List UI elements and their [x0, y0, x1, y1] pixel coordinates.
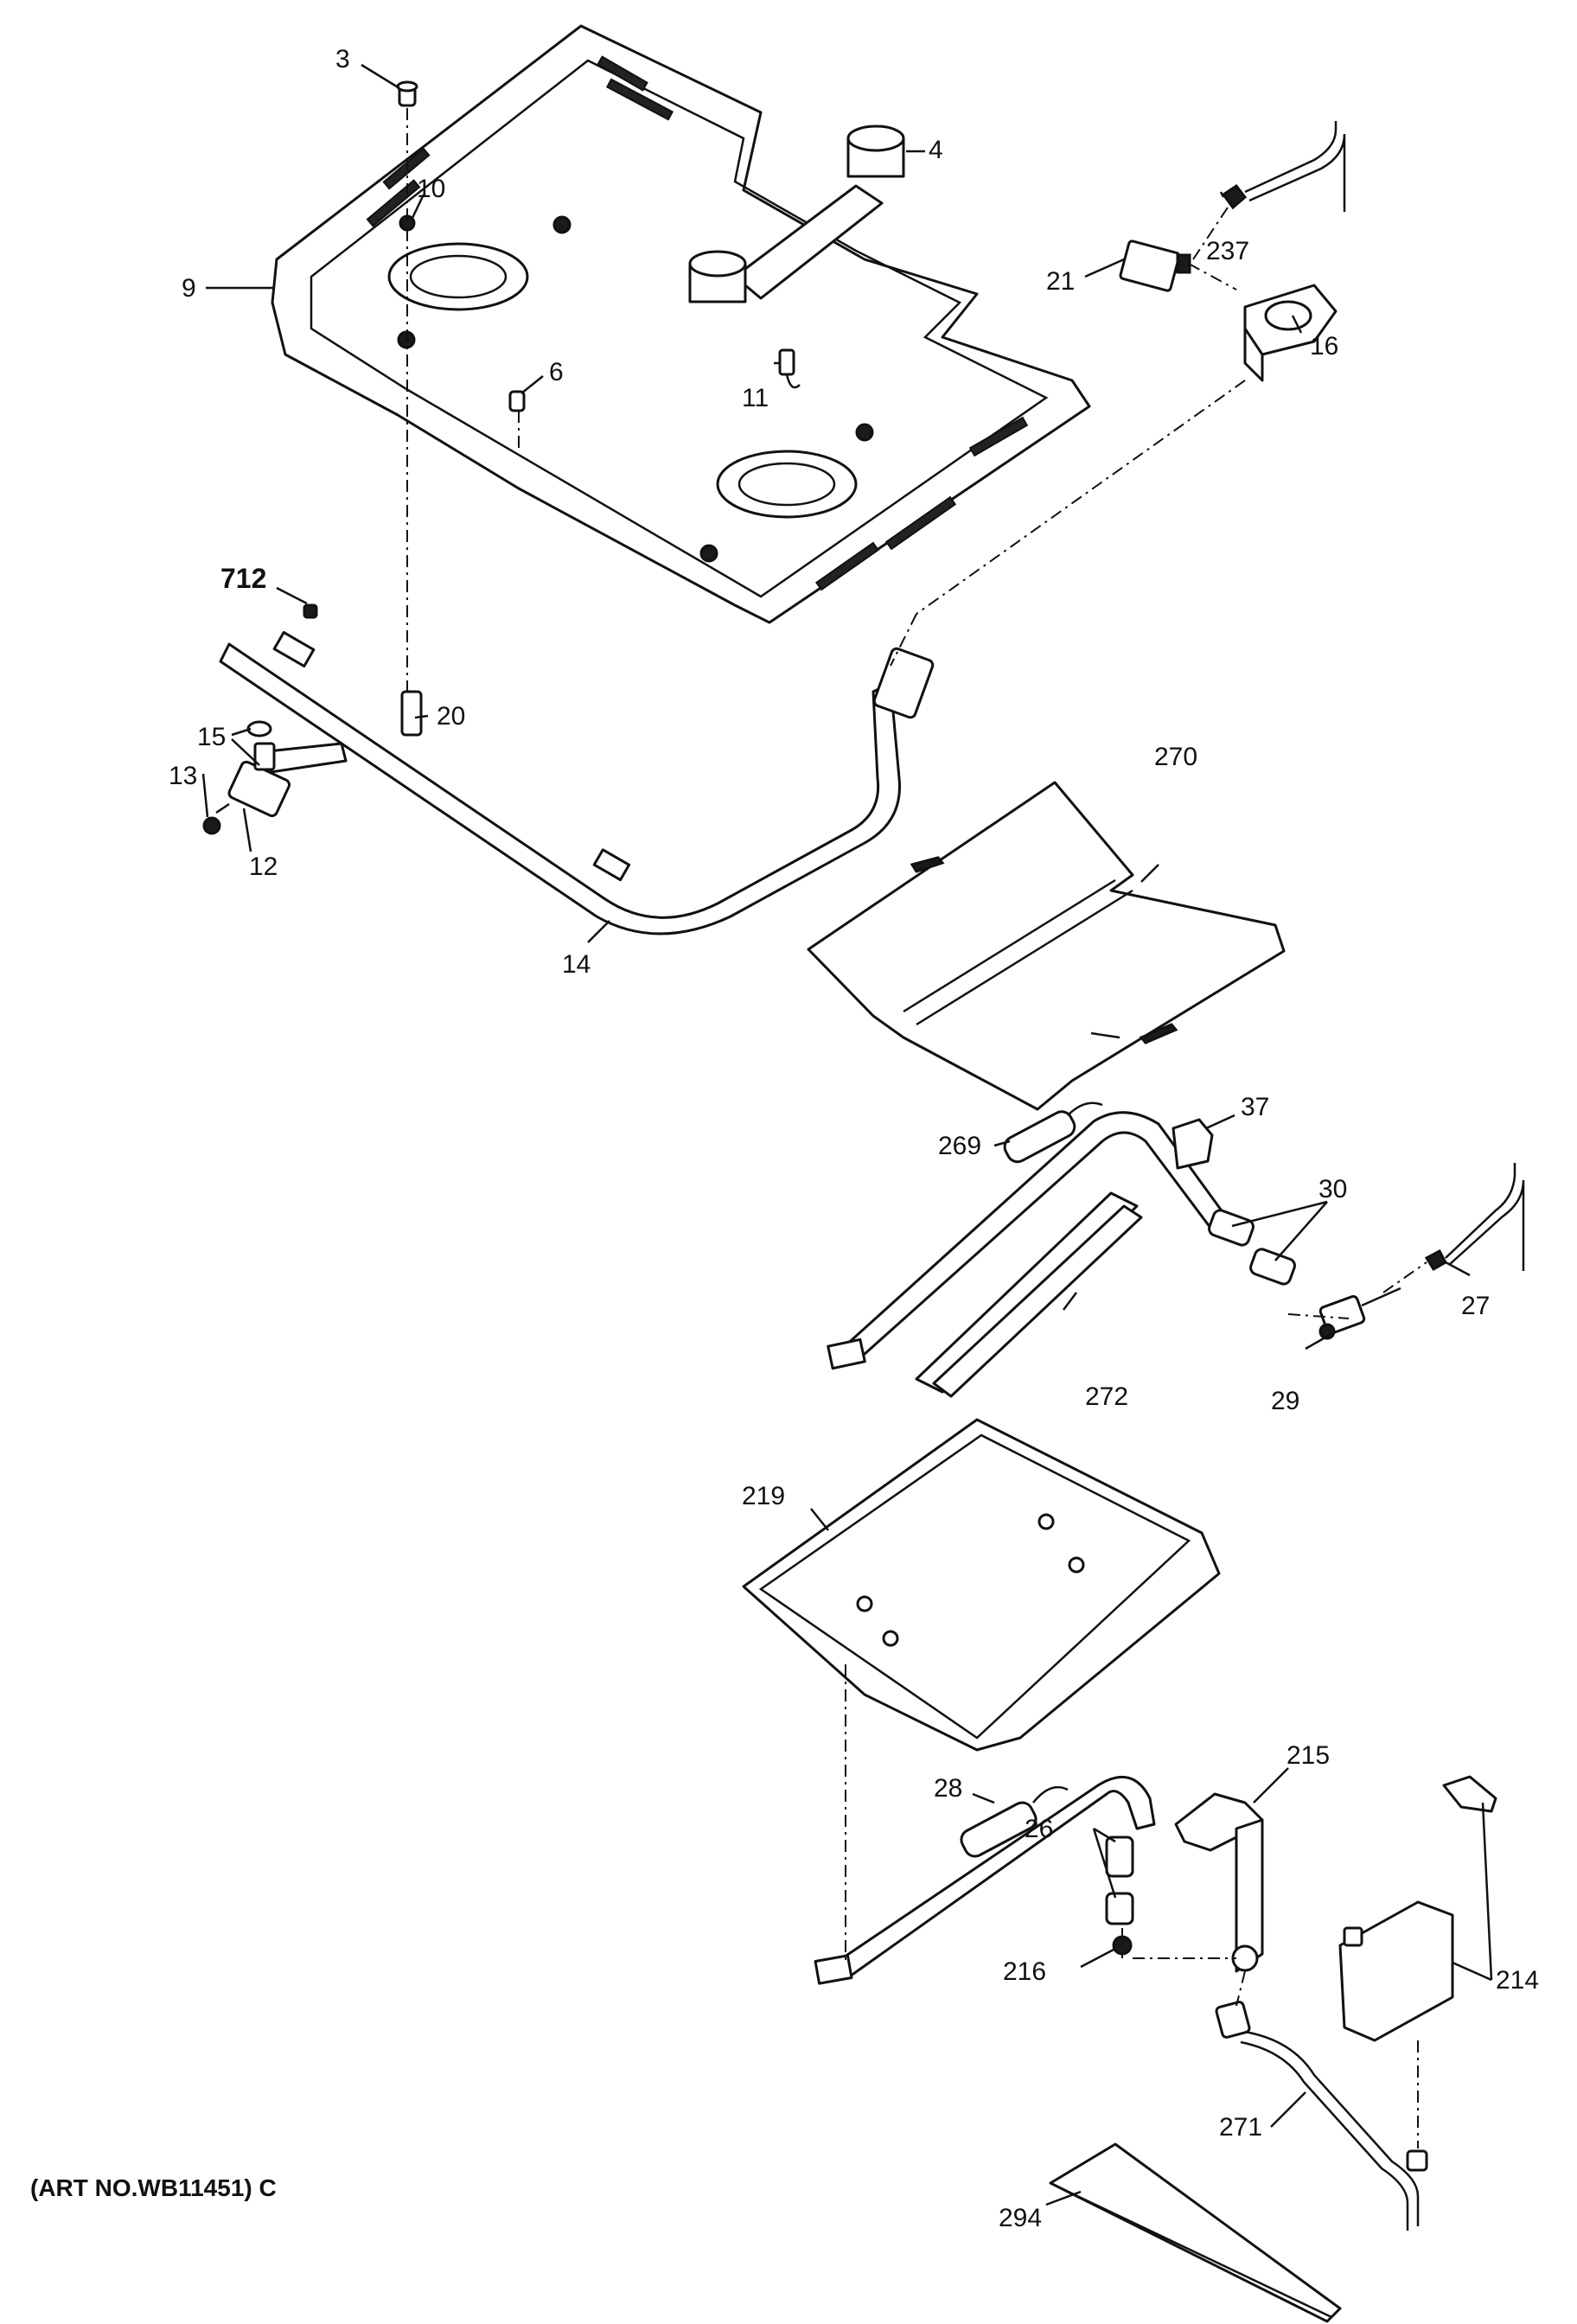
top-burner-assembly — [688, 124, 905, 303]
screw-712 — [303, 603, 318, 619]
rail-294 — [1049, 2142, 1342, 2323]
alignment-lines — [406, 108, 1427, 2148]
burner-box — [271, 24, 1091, 624]
callout-29: 29 — [1271, 1387, 1299, 1415]
valve-21 — [1119, 239, 1191, 292]
fitting-237 — [1221, 121, 1346, 212]
callout-28: 28 — [934, 1774, 962, 1803]
callout-13: 13 — [169, 762, 197, 790]
callout-3: 3 — [335, 45, 350, 73]
callout-272: 272 — [1085, 1382, 1128, 1411]
callout-269: 269 — [938, 1132, 981, 1160]
callout-20: 20 — [437, 702, 465, 731]
washer-15 — [246, 720, 272, 737]
manifold-pipe — [219, 630, 935, 935]
igniter-269 — [1003, 1101, 1103, 1164]
callout-215: 215 — [1286, 1741, 1330, 1770]
flame-spreader-37 — [1172, 1118, 1214, 1170]
tube-271 — [1215, 2001, 1428, 2231]
orifice-assembly-30 — [1208, 1209, 1296, 1286]
callout-271: 271 — [1219, 2113, 1262, 2142]
callout-11: 11 — [742, 384, 769, 412]
bake-burner-assembly — [827, 1111, 1229, 1398]
callout-9: 9 — [182, 274, 196, 303]
callout-214: 214 — [1496, 1966, 1539, 1995]
callout-12: 12 — [249, 852, 278, 881]
callout-712: 712 — [220, 563, 266, 594]
callout-270: 270 — [1154, 743, 1197, 771]
art-number: (ART NO.WB11451) C — [30, 2174, 277, 2201]
callout-237: 237 — [1206, 237, 1249, 265]
callout-14: 14 — [562, 950, 591, 979]
callout-30: 30 — [1318, 1175, 1347, 1204]
bracket-215 — [1174, 1792, 1264, 1973]
callout-6: 6 — [549, 358, 564, 386]
igniter-28 — [960, 1785, 1069, 1858]
safety-valve-214 — [1338, 1775, 1497, 2042]
callout-294: 294 — [999, 2204, 1042, 2232]
burner-shield-270 — [807, 781, 1286, 1111]
callout-16: 16 — [1310, 332, 1338, 361]
nut-13 — [202, 816, 221, 835]
callout-219: 219 — [742, 1482, 785, 1510]
elbow-29 — [1318, 1286, 1401, 1340]
callout-10: 10 — [417, 175, 445, 203]
callout-216: 216 — [1003, 1957, 1046, 1986]
callout-15: 15 — [197, 723, 226, 751]
orifice-holder-16 — [1243, 284, 1338, 382]
leader-lines — [201, 63, 1493, 2206]
tube-27 — [1424, 1163, 1525, 1272]
callouts: 3 4 10 237 9 21 16 6 11 712 20 15 13 12 … — [30, 45, 1539, 2232]
callout-4: 4 — [929, 136, 943, 164]
callout-21: 21 — [1046, 267, 1075, 296]
manifold-valve-12 — [215, 742, 291, 818]
callout-37: 37 — [1241, 1093, 1269, 1121]
callout-27: 27 — [1461, 1292, 1490, 1320]
broil-burner-assembly — [814, 1775, 1156, 1985]
oven-bottom-219 — [742, 1418, 1221, 1752]
callout-26: 26 — [1025, 1815, 1053, 1843]
